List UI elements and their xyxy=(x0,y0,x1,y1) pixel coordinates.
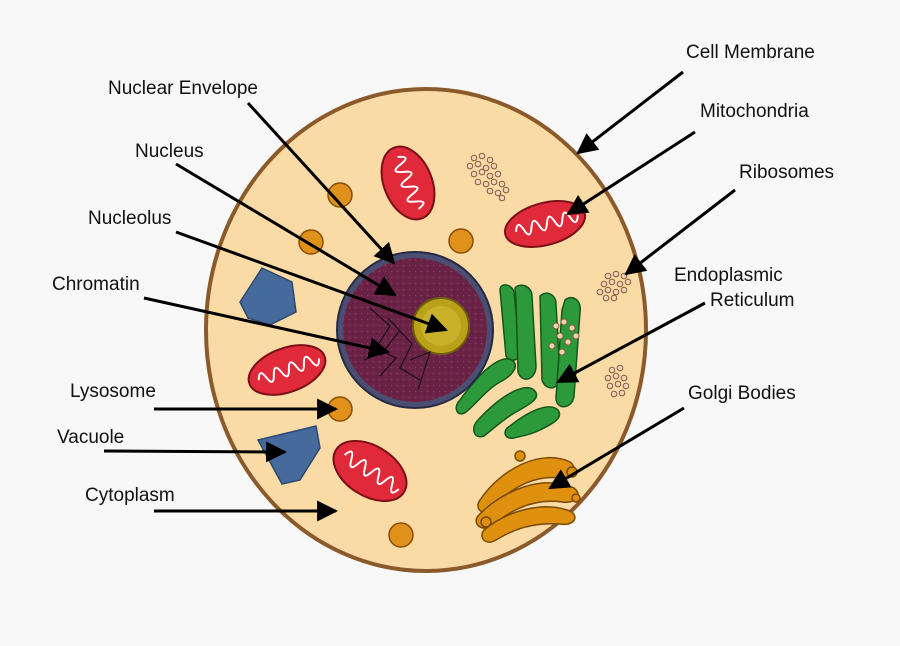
label-mitochondria: Mitochondria xyxy=(700,101,809,122)
label-ribosomes: Ribosomes xyxy=(739,162,834,183)
mitochondrion-top xyxy=(380,145,436,221)
label-lysosome: Lysosome xyxy=(70,381,156,402)
label-cytoplasm: Cytoplasm xyxy=(85,485,175,506)
ribosome-cluster-top xyxy=(466,152,510,202)
vacuole-bottom xyxy=(256,425,321,485)
label-cell-membrane: Cell Membrane xyxy=(686,42,815,63)
arrow-vacuole xyxy=(103,441,288,463)
arrow-nucleus xyxy=(175,162,397,297)
arrow-cell-membrane xyxy=(576,70,684,155)
arrow-mitochondria xyxy=(566,130,696,216)
arrow-nuclear-envelope xyxy=(246,101,396,265)
er-ribosomes xyxy=(548,318,580,356)
arrow-chromatin xyxy=(143,296,391,359)
lysosome-2 xyxy=(448,228,474,254)
nucleolus-inner xyxy=(421,306,461,346)
lysosome-1 xyxy=(327,182,353,208)
arrow-endoplasmic-reticulum xyxy=(556,301,706,384)
lysosome-5 xyxy=(388,522,414,548)
label-endoplasmic-reticulum-line2: Reticulum xyxy=(710,290,794,311)
pointer-arrows xyxy=(103,70,736,522)
mitochondrion-bottom xyxy=(332,440,408,502)
label-nuclear-envelope: Nuclear Envelope xyxy=(108,78,258,99)
arrow-nucleolus xyxy=(175,230,448,334)
label-vacuole: Vacuole xyxy=(57,427,124,448)
label-golgi-bodies: Golgi Bodies xyxy=(688,383,796,404)
arrow-ribosomes xyxy=(624,188,736,276)
label-nucleus: Nucleus xyxy=(135,141,204,162)
mitochondrion-left xyxy=(247,344,327,396)
ribosome-cluster-bottom xyxy=(604,364,630,398)
ribosome-cluster-middle xyxy=(596,270,632,302)
arrow-golgi-bodies xyxy=(548,406,685,490)
label-nucleolus: Nucleolus xyxy=(88,208,171,229)
label-chromatin: Chromatin xyxy=(52,274,140,295)
label-endoplasmic-reticulum-line1: Endoplasmic xyxy=(674,265,783,286)
